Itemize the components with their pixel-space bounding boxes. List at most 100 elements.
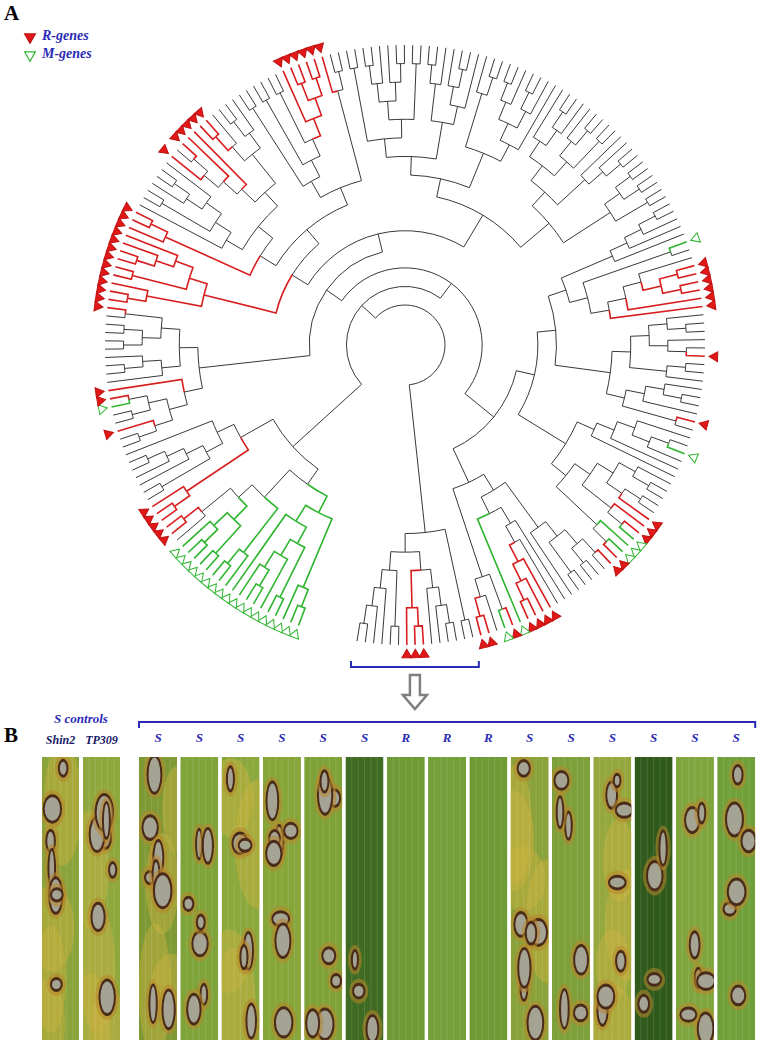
tree-branch (489, 59, 495, 78)
tree-branch (501, 83, 508, 102)
leaf-strip (717, 757, 755, 1040)
leaf-strip (635, 757, 673, 1040)
lesion-ring (50, 977, 63, 992)
phenotype-label: S (567, 731, 574, 745)
tree-branch (174, 491, 189, 506)
r-gene-marker (139, 505, 151, 518)
tree-branch (549, 536, 571, 572)
tree-branch (504, 64, 511, 83)
lesion-center (45, 797, 60, 821)
tree-branch (105, 356, 142, 361)
tree-branch (677, 274, 696, 278)
tree-branch (125, 314, 162, 328)
lesion-center (727, 804, 742, 834)
tree-branch (639, 216, 656, 229)
tree-branch (614, 422, 635, 430)
tree-branch (206, 120, 218, 137)
leaf-blade (180, 757, 218, 1040)
m-gene-marker (281, 625, 293, 637)
tree-branch (127, 296, 146, 301)
tree-branch (183, 144, 197, 159)
tree-branch (405, 552, 421, 571)
lesion-ring (58, 759, 69, 778)
lesion-center (527, 924, 536, 943)
tree-branch (298, 65, 305, 84)
lesion-ring (183, 896, 195, 912)
tree-branch (136, 212, 153, 224)
tree-branch (412, 608, 418, 627)
tree-branch (686, 352, 705, 357)
tree-branch (167, 516, 184, 527)
lesion-center (354, 986, 363, 997)
lesion-halo (644, 968, 665, 991)
tree-branch (136, 456, 169, 477)
tree-branch (264, 470, 307, 497)
tree-branch (151, 224, 168, 237)
lesion-halo (235, 834, 256, 857)
tree-branch (506, 70, 526, 104)
tree-branch (395, 64, 400, 83)
tree-branch (557, 530, 577, 544)
group-label: S controls (54, 712, 108, 726)
lesion-center (267, 784, 277, 819)
tree-branch (184, 368, 202, 392)
r-gene-marker (698, 418, 709, 430)
tree-branch (372, 587, 380, 605)
tree-branch (124, 329, 143, 337)
tree-branch (105, 345, 124, 349)
tree-branch (631, 336, 650, 352)
tree-branch (241, 419, 293, 446)
leaf-vein (583, 757, 584, 1040)
tree-branch (681, 398, 699, 406)
lesion-center (699, 1014, 713, 1040)
leaf-vein (577, 757, 578, 1040)
tree-branch (292, 230, 319, 275)
lesion-ring (245, 1002, 257, 1039)
tree-branch (610, 202, 647, 221)
tree-branch (148, 451, 167, 459)
lesion-halo (193, 910, 209, 935)
lesion-ring (48, 876, 63, 915)
lesion-center (617, 953, 624, 970)
tree-branch (161, 328, 180, 348)
tree-branch (330, 54, 338, 72)
lesion-halo (150, 868, 176, 913)
tree-branch (540, 130, 557, 145)
tree-branch (630, 352, 667, 371)
lesion-center (198, 917, 204, 928)
tree-branch (149, 399, 170, 410)
tree-branch (123, 243, 158, 261)
leaf-blade (676, 757, 714, 1040)
tree-branch (261, 555, 288, 608)
tree-branch (338, 91, 362, 188)
leaf-vein (659, 757, 660, 1040)
leaf-vein (234, 757, 235, 1040)
tree-branch (157, 503, 175, 513)
tree-branch (607, 473, 622, 493)
leaf-blade (469, 757, 507, 1040)
tree-branch (108, 298, 127, 302)
lesion-center (285, 825, 296, 837)
tree-branch (199, 290, 326, 368)
tree-branch (525, 74, 533, 92)
lesion-center (193, 933, 206, 954)
tree-branch (676, 266, 694, 275)
lesion-center (276, 1009, 291, 1035)
tree-branch (200, 551, 216, 565)
r-gene-marker (706, 300, 716, 311)
tree-branch (466, 94, 484, 154)
tree-branch (384, 119, 401, 139)
lesion-center (241, 947, 246, 967)
lesion-halo (514, 943, 534, 993)
tree-branch (588, 298, 610, 314)
m-gene-marker (687, 451, 699, 463)
tree-branch (583, 252, 671, 298)
tree-branch (165, 237, 260, 275)
tree-branch (187, 437, 249, 491)
tree-branch (649, 437, 668, 443)
tree-branch (610, 351, 630, 372)
tree-branch (216, 222, 232, 240)
tree-branch (246, 90, 256, 108)
lesion-halo (553, 791, 568, 833)
r-gene-marker (610, 563, 623, 576)
